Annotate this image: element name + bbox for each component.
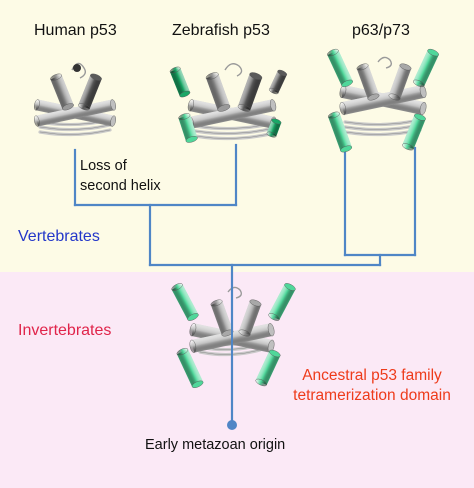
second-helix [268,283,296,321]
loop-tip [73,64,81,72]
p63-p73-structure [327,48,439,153]
second-helix [413,48,439,88]
first-helix [50,73,74,111]
first-helix [238,299,262,337]
loss-label-line1: Loss of [80,158,127,174]
loss-label-line2: second helix [80,178,161,194]
phylogenetic-tree [73,143,417,427]
beta-sheet [193,122,272,141]
second-helix [327,111,353,153]
first-helix [210,299,234,337]
second-helix [169,66,191,98]
ancestral-structure [171,283,296,388]
vertebrate-region-background [0,0,474,272]
human-p53-structure [34,62,116,137]
second-helix [327,48,353,88]
loop [224,63,243,77]
second-helix [178,113,198,143]
first-helix [388,63,412,101]
first-helix [237,72,263,112]
second-helix [402,113,426,151]
core-helix [339,84,427,116]
vertebrates-label: Vertebrates [18,228,100,245]
origin-node [227,420,237,430]
zebrafish-p53-label: Zebrafish p53 [172,22,270,39]
first-helix [205,72,231,112]
second-helix [176,348,204,388]
second-helix [171,283,199,321]
core-helix [34,99,116,127]
first-helix [78,73,102,111]
ancestral-label-line2: tetramerization domain [293,387,451,404]
p63-p73-label: p63/p73 [352,22,410,39]
origin-label: Early metazoan origin [145,437,286,453]
second-helix [255,349,281,387]
human-p53-label: Human p53 [34,22,117,39]
loop [227,286,243,299]
invertebrates-label: Invertebrates [18,322,112,339]
invertebrate-region-background [0,272,474,488]
first-helix [356,63,380,101]
ancestral-label-line1: Ancestral p53 family [302,367,442,384]
second-helix [266,118,282,138]
second-helix [268,69,288,95]
zebrafish-p53-structure [169,63,288,143]
loop [377,56,393,69]
